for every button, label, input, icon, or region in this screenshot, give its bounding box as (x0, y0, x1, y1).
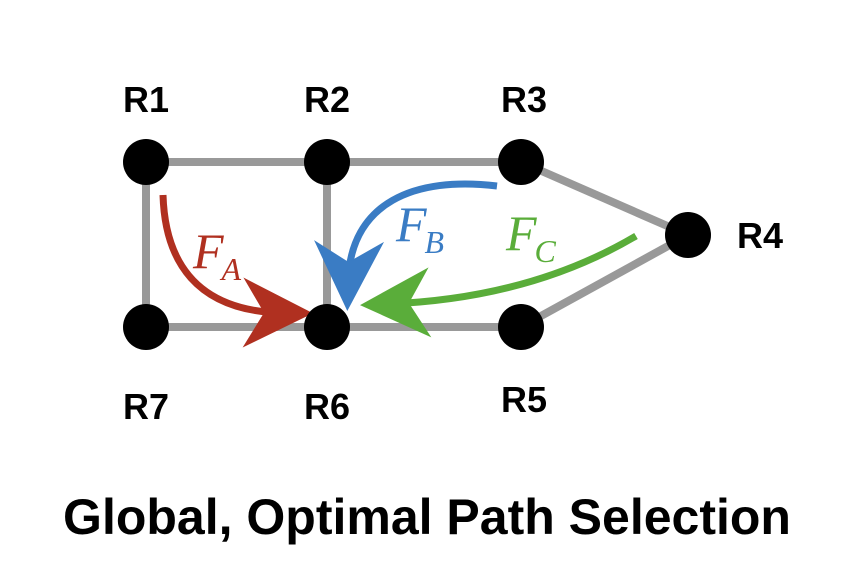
flow-a-label: FA (192, 223, 242, 287)
router-r1-label: R1 (123, 79, 169, 120)
router-r6-node (304, 304, 350, 350)
router-r7-label: R7 (123, 386, 169, 427)
router-r3-node (498, 139, 544, 185)
router-r3-label: R3 (501, 79, 547, 120)
link-r3-r4 (519, 158, 690, 239)
router-r2-node (304, 139, 350, 185)
flow-c-arrow (360, 232, 638, 338)
flow-c-label: FC (505, 205, 557, 269)
router-r4-node (665, 212, 711, 258)
flow-b-arrow (314, 180, 498, 311)
flow-a-arrow (159, 194, 313, 348)
router-r7-node (123, 304, 169, 350)
router-r6-label: R6 (304, 386, 350, 427)
router-r5-node (498, 304, 544, 350)
flow-b-label: FB (395, 196, 444, 260)
link-r4-r5 (519, 231, 690, 331)
router-r2-label: R2 (304, 79, 350, 120)
router-r1-node (123, 139, 169, 185)
router-r4-label: R4 (737, 215, 783, 256)
router-r5-label: R5 (501, 379, 547, 420)
caption-title: Global, Optimal Path Selection (63, 489, 791, 545)
